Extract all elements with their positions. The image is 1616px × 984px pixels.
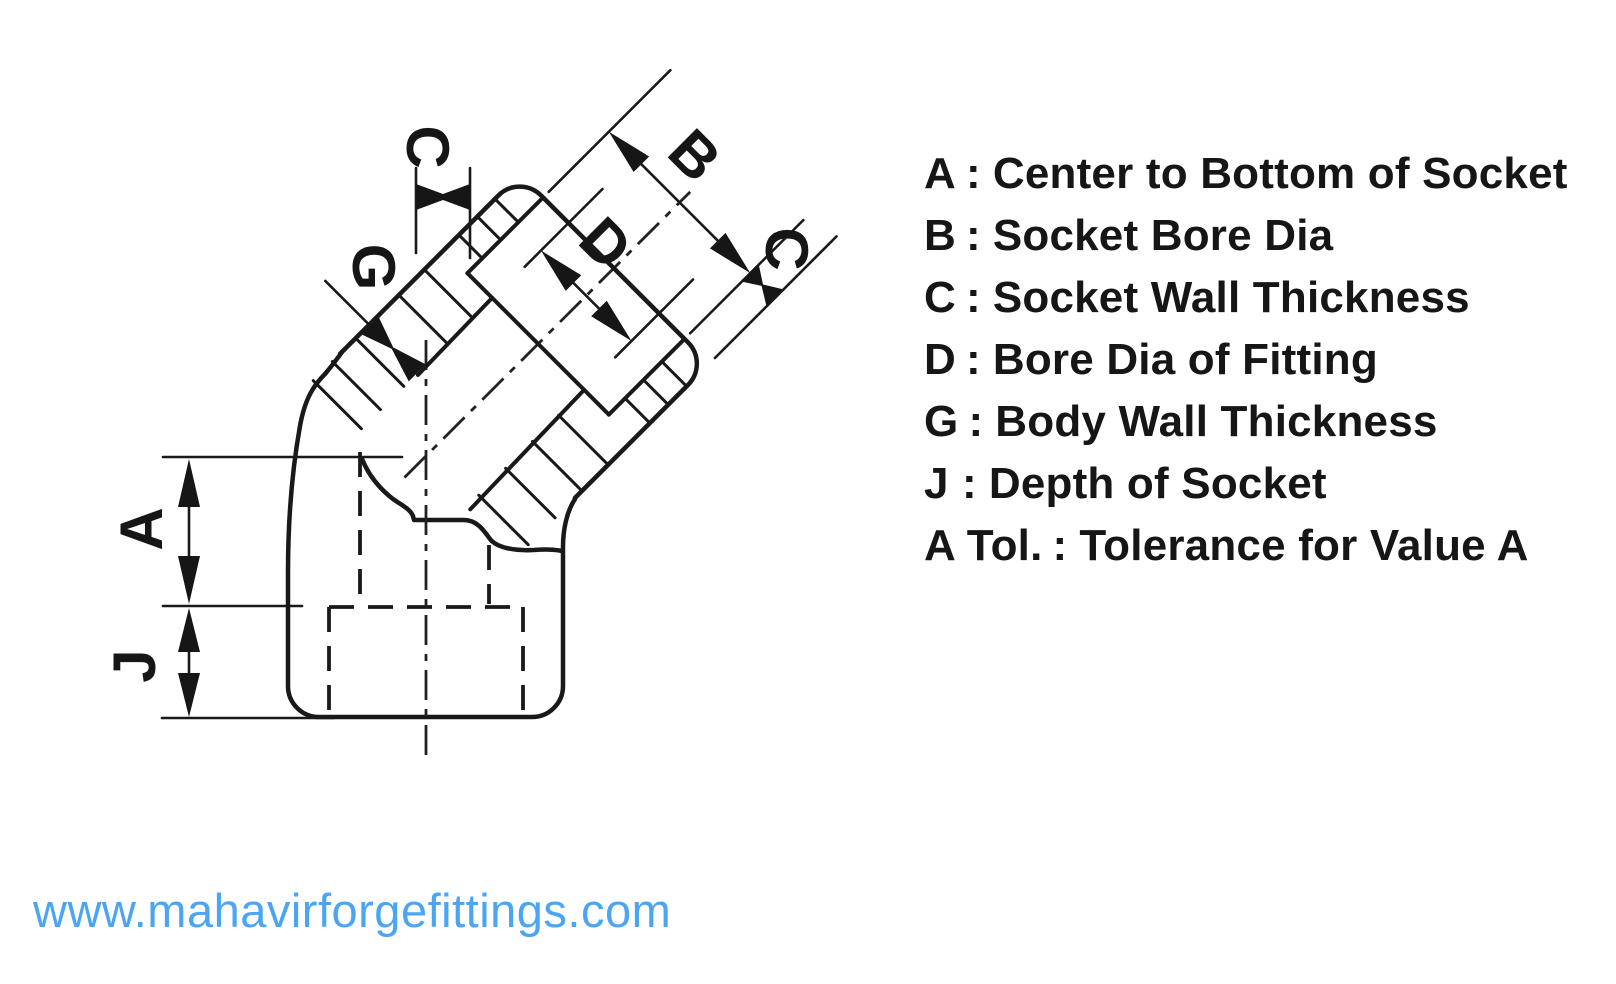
legend-desc: Socket Bore Dia bbox=[992, 211, 1334, 260]
dimension-d bbox=[523, 187, 695, 359]
legend-row-b: B:Socket Bore Dia bbox=[924, 205, 1568, 267]
legend-key: G bbox=[924, 397, 959, 446]
legend-row-a-tol: A Tol.:Tolerance for Value A bbox=[924, 515, 1568, 577]
legend-key: J bbox=[924, 459, 949, 508]
legend-row-c: C:Socket Wall Thickness bbox=[924, 267, 1568, 329]
legend-desc: Center to Bottom of Socket bbox=[992, 149, 1568, 198]
legend-row-g: G:Body Wall Thickness bbox=[924, 391, 1568, 453]
dimension-label-a: A bbox=[108, 507, 175, 550]
legend-separator: : bbox=[965, 149, 981, 198]
legend-desc: Body Wall Thickness bbox=[995, 397, 1438, 446]
legend-key: D bbox=[924, 335, 956, 384]
legend-separator: : bbox=[965, 335, 981, 384]
dimension-label-d: D bbox=[567, 204, 645, 282]
legend-desc: Socket Wall Thickness bbox=[992, 273, 1470, 322]
legend-separator: : bbox=[965, 273, 981, 322]
legend-key: B bbox=[924, 211, 956, 260]
legend-key: C bbox=[924, 273, 956, 322]
website-url[interactable]: www.mahavirforgefittings.com bbox=[33, 884, 672, 937]
elbow-arm-section bbox=[311, 68, 838, 547]
legend-key: A bbox=[924, 149, 956, 198]
dimension-j bbox=[160, 608, 336, 720]
legend-row-a: A:Center to Bottom of Socket bbox=[924, 143, 1568, 205]
centerlines bbox=[403, 190, 692, 756]
dimension-label-b: B bbox=[656, 116, 734, 194]
dimension-label-c-top: C bbox=[394, 125, 461, 168]
legend-desc: Tolerance for Value A bbox=[1079, 521, 1529, 570]
leg-hidden-bore-lines bbox=[327, 452, 525, 716]
legend-key: A Tol. bbox=[924, 521, 1043, 570]
legend-row-j: J:Depth of Socket bbox=[924, 453, 1568, 515]
legend-desc: Depth of Socket bbox=[988, 459, 1327, 508]
dimension-label-j: J bbox=[101, 649, 168, 682]
dimension-c-right bbox=[713, 235, 838, 360]
dimension-a bbox=[161, 455, 404, 608]
hatch-lines bbox=[311, 197, 689, 547]
legend-separator: : bbox=[1052, 521, 1068, 570]
legend: A:Center to Bottom of Socket B:Socket Bo… bbox=[924, 143, 1568, 577]
dimension-g bbox=[323, 279, 426, 382]
dimension-label-c-right: C bbox=[753, 227, 820, 270]
legend-separator: : bbox=[962, 459, 977, 508]
dimension-label-g: G bbox=[340, 244, 407, 291]
legend-desc: Bore Dia of Fitting bbox=[992, 335, 1378, 384]
elbow-leg-outline bbox=[285, 349, 578, 720]
dimension-c-top bbox=[414, 166, 472, 260]
legend-separator: : bbox=[968, 397, 984, 446]
legend-separator: : bbox=[965, 211, 981, 260]
legend-row-d: D:Bore Dia of Fitting bbox=[924, 329, 1568, 391]
dimension-b bbox=[547, 68, 805, 335]
